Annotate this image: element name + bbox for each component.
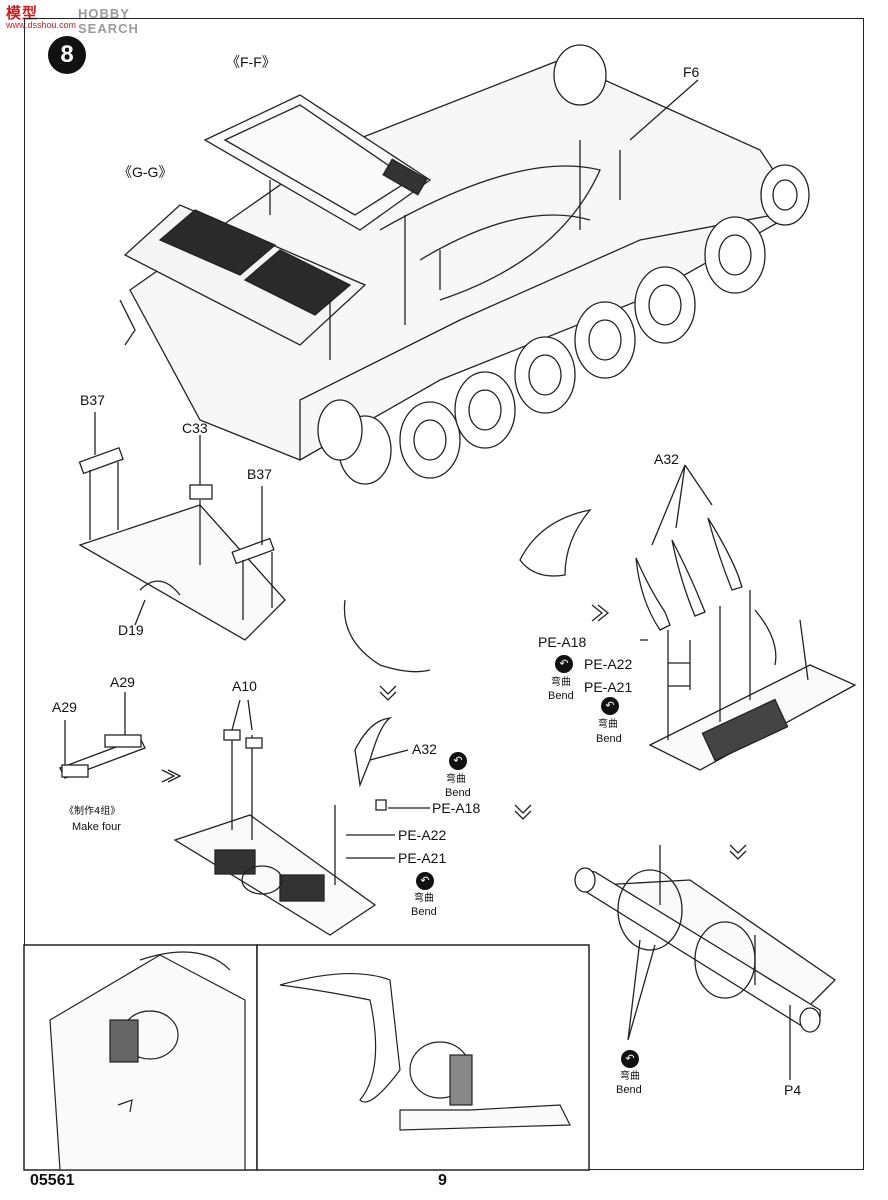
bend-cn-right-2: 弯曲 — [598, 719, 618, 730]
part-a32-mid: A32 — [412, 741, 437, 757]
part-pe-a18-mid: PE-A18 — [432, 800, 481, 816]
bend-icon: ↶ — [416, 872, 434, 890]
bend-cn-mid-2: 弯曲 — [414, 893, 434, 904]
bend-en-final: Bend — [616, 1084, 642, 1096]
part-pe-a22-mid: PE-A22 — [398, 827, 447, 843]
part-a29-right: A29 — [110, 674, 135, 690]
final-assembly-drawing — [574, 845, 837, 1080]
bend-icon: ↶ — [601, 697, 619, 715]
hull-assembly-drawing — [119, 44, 810, 485]
part-b37-right: B37 — [247, 466, 272, 482]
step-number-badge: 8 — [48, 36, 86, 74]
callout-ff: 《F-F》 — [226, 54, 276, 70]
bend-icon: ↶ — [621, 1050, 639, 1068]
bend-cn-right: 弯曲 — [551, 677, 571, 688]
page-number: 9 — [438, 1172, 447, 1189]
part-pe-a18-right: PE-A18 — [538, 634, 587, 650]
callout-gg: 《G-G》 — [118, 164, 173, 180]
part-pe-a21-right: PE-A21 — [584, 679, 633, 695]
part-a10: A10 — [232, 678, 257, 694]
arrow-right-1 — [161, 769, 176, 783]
bend-en-right-2: Bend — [596, 733, 622, 745]
detail-box-right — [256, 944, 590, 1171]
bend-cn-mid: 弯曲 — [446, 774, 466, 785]
bend-icon: ↶ — [449, 752, 467, 770]
watermark-url: www.dsshou.com — [6, 20, 77, 30]
gg-grille-drawing — [123, 204, 367, 346]
make-four-en: Make four — [72, 821, 121, 833]
right-assembly-drawing — [519, 464, 857, 771]
a29-subassembly-drawing — [59, 692, 146, 779]
bend-en-mid-2: Bend — [411, 906, 437, 918]
ff-panel-drawing — [203, 94, 432, 231]
make-four-cn: 《制作4组》 — [64, 806, 121, 817]
part-a32-right: A32 — [654, 451, 679, 467]
part-pe-a22-right: PE-A22 — [584, 656, 633, 672]
watermark: 模型 www.dsshou.com HOBBY SEARCH — [0, 0, 170, 36]
kit-number: 05561 — [30, 1172, 75, 1189]
watermark-brand: HOBBY SEARCH — [78, 6, 139, 36]
part-b37-left: B37 — [80, 392, 105, 408]
part-a29-left: A29 — [52, 699, 77, 715]
bend-en-mid: Bend — [445, 787, 471, 799]
d19-plate-drawing — [78, 412, 286, 641]
bend-icon: ↶ — [555, 655, 573, 673]
detail-box-left — [23, 944, 258, 1171]
middle-assembly-drawing — [173, 599, 431, 936]
part-p4: P4 — [784, 1082, 802, 1098]
bend-cn-final: 弯曲 — [620, 1071, 640, 1082]
watermark-site-cn: 模型 — [6, 5, 39, 22]
part-c33: C33 — [182, 420, 208, 436]
bend-en-right: Bend — [548, 690, 574, 702]
part-pe-a21-mid: PE-A21 — [398, 850, 447, 866]
callout-f6: F6 — [683, 64, 700, 80]
part-d19: D19 — [118, 622, 144, 638]
